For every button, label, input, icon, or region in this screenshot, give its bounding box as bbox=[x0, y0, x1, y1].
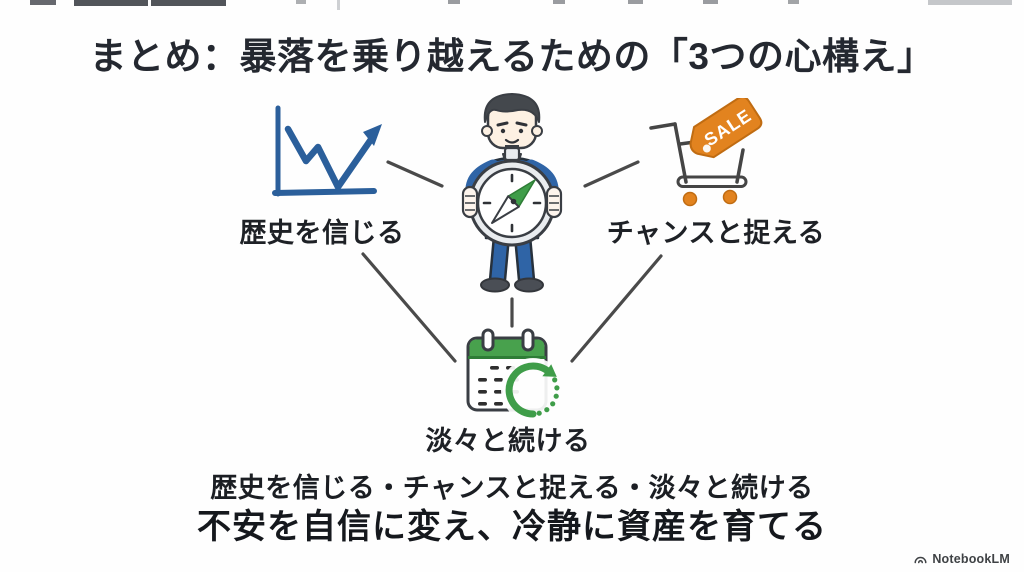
node-label-history: 歴史を信じる bbox=[239, 218, 405, 248]
line-chart-icon bbox=[272, 105, 382, 197]
repeat-arrow bbox=[501, 358, 565, 422]
brand-watermark-label: NotebookLM bbox=[932, 552, 1010, 566]
top-edge-artifact bbox=[337, 0, 340, 10]
notebooklm-logo-icon bbox=[914, 556, 927, 564]
sale-tag: SALE bbox=[689, 98, 763, 159]
person-with-compass-icon bbox=[461, 93, 563, 293]
top-edge-artifact bbox=[30, 0, 56, 5]
connector-line-right bbox=[583, 160, 640, 188]
node-label-continue: 淡々と続ける bbox=[425, 426, 591, 456]
summary-line-1: 歴史を信じる・チャンスと捉える・淡々と続ける bbox=[210, 473, 814, 503]
connector-line-left-bottom bbox=[361, 252, 457, 363]
top-edge-artifact bbox=[151, 0, 226, 6]
top-edge-artifact bbox=[788, 0, 799, 4]
top-edge-artifact bbox=[628, 0, 643, 4]
top-edge-artifact bbox=[74, 0, 148, 6]
top-edge-artifact bbox=[553, 0, 565, 4]
top-edge-artifact bbox=[703, 0, 718, 4]
top-edge-artifact bbox=[928, 0, 1012, 5]
connector-line-right-bottom bbox=[570, 254, 663, 363]
brand-watermark: NotebookLM bbox=[913, 552, 1010, 566]
node-label-chance: チャンスと捉える bbox=[606, 218, 826, 248]
top-edge-artifact bbox=[296, 0, 306, 4]
top-edge-artifact bbox=[448, 0, 460, 4]
sale-cart-icon: SALE bbox=[649, 98, 763, 207]
summary-line-2: 不安を自信に変え、冷静に資産を育てる bbox=[197, 508, 827, 546]
calendar-repeat-icon bbox=[466, 328, 565, 422]
page-title: まとめ：暴落を乗り越えるための「3つの心構え」 bbox=[89, 36, 935, 77]
cart-handle bbox=[649, 122, 677, 130]
